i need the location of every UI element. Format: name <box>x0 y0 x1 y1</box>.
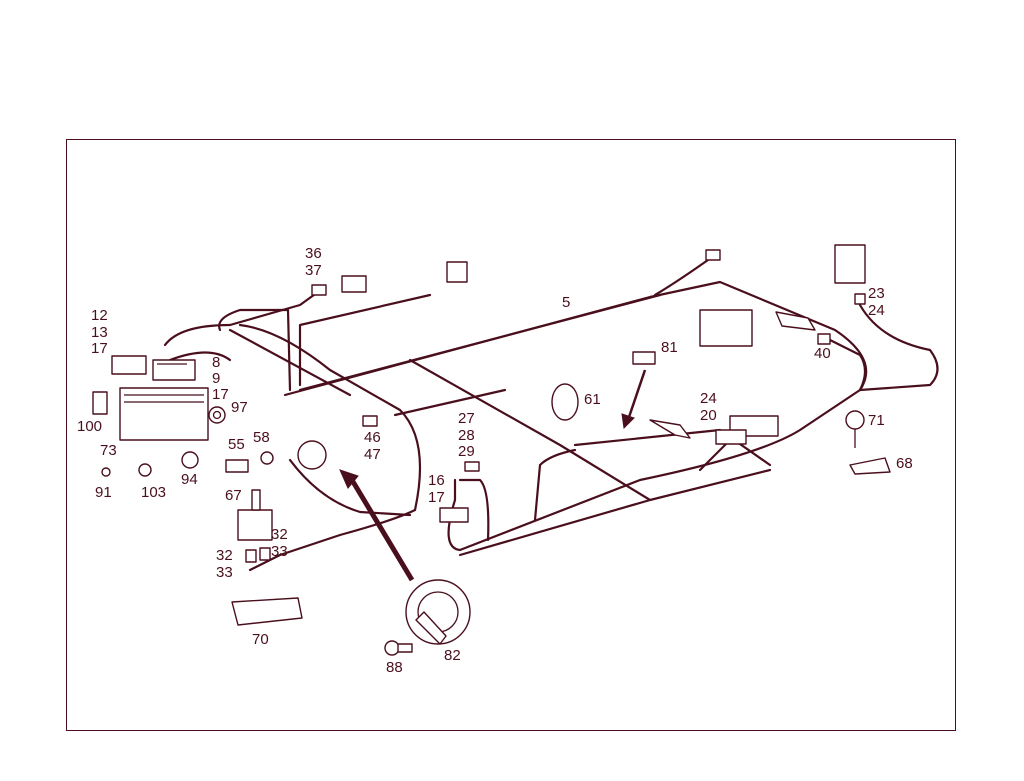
callout-33a: 33 <box>271 542 288 560</box>
bracket-100 <box>92 391 108 415</box>
connector-32-33 <box>245 547 271 563</box>
clip-68 <box>849 457 891 475</box>
callout-46: 46 <box>364 429 381 446</box>
callout-32-33-right: 32 33 <box>271 526 288 560</box>
callout-36: 36 <box>305 245 322 262</box>
callout-73: 73 <box>100 442 117 459</box>
module-center <box>699 309 753 347</box>
screw-91 <box>101 467 111 477</box>
callout-61: 61 <box>584 391 601 408</box>
callout-46-47: 46 47 <box>364 429 381 463</box>
relay-12-13-17 <box>111 355 147 375</box>
callout-81: 81 <box>661 339 678 356</box>
connector-46-47 <box>362 415 378 427</box>
callout-17b: 17 <box>212 386 229 403</box>
diagram-frame <box>66 139 956 731</box>
callout-97: 97 <box>231 399 248 416</box>
callout-24b: 24 <box>868 301 885 319</box>
callout-91: 91 <box>95 484 112 501</box>
callout-27: 27 <box>458 410 475 427</box>
callout-27-28-29: 27 28 29 <box>458 410 475 461</box>
callout-82: 82 <box>444 647 461 664</box>
callout-17a: 17 <box>91 340 108 357</box>
clip-81 <box>632 351 656 365</box>
callout-28: 28 <box>458 426 475 444</box>
callout-23-24: 23 24 <box>868 285 885 319</box>
key-switch <box>649 419 691 439</box>
relay-24-20 <box>715 415 779 445</box>
sensor-61 <box>551 383 579 421</box>
connector-top-right <box>705 249 721 261</box>
callout-16: 16 <box>428 472 445 489</box>
screw-71 <box>845 410 865 448</box>
relay-top-right <box>834 244 866 284</box>
washer-58 <box>260 451 274 465</box>
callout-55: 55 <box>228 436 245 453</box>
nut-97 <box>208 406 226 424</box>
callout-67: 67 <box>225 487 242 504</box>
callout-94: 94 <box>181 471 198 488</box>
callout-23: 23 <box>868 285 885 302</box>
relay-8-9 <box>152 359 196 381</box>
bulb-socket <box>297 440 327 470</box>
callout-8: 8 <box>212 354 221 371</box>
callout-32b: 32 <box>216 547 233 564</box>
callout-47: 47 <box>364 445 381 463</box>
callout-32-33-left: 32 33 <box>216 547 233 581</box>
connector-23-24 <box>854 293 866 305</box>
callout-88: 88 <box>386 659 403 676</box>
connector-40 <box>817 333 831 345</box>
callout-12: 12 <box>91 307 108 324</box>
callout-100: 100 <box>77 418 103 435</box>
clip-94 <box>181 451 199 469</box>
plug-top <box>341 275 367 293</box>
plug-top-2 <box>446 261 468 283</box>
callout-32a: 32 <box>271 526 288 543</box>
callout-20: 20 <box>700 406 717 424</box>
callout-16-17: 16 17 <box>428 472 445 506</box>
connector-27-28-29 <box>464 461 480 472</box>
callout-12-13-17: 12 13 17 <box>91 307 108 358</box>
bolt-88 <box>384 640 413 656</box>
switch-67 <box>237 489 273 541</box>
callout-24-20: 24 20 <box>700 390 717 424</box>
connector-36-37 <box>311 284 327 296</box>
callout-36-37: 36 37 <box>305 245 322 279</box>
callout-13: 13 <box>91 323 108 341</box>
horn-82 <box>405 579 471 645</box>
cover-70 <box>231 597 303 626</box>
callout-17c: 17 <box>428 488 445 506</box>
callout-70: 70 <box>252 631 269 648</box>
callout-5: 5 <box>562 294 571 311</box>
callout-40: 40 <box>814 345 831 362</box>
main-harness <box>163 253 939 572</box>
screw-55 <box>225 459 249 473</box>
callout-68: 68 <box>896 455 913 472</box>
control-unit-73 <box>119 387 209 441</box>
screw-103 <box>138 463 152 477</box>
switch-right <box>775 311 816 331</box>
callout-9: 9 <box>212 370 221 387</box>
callout-103: 103 <box>141 484 167 501</box>
callout-29: 29 <box>458 443 475 460</box>
callout-33b: 33 <box>216 563 233 581</box>
connector-16-17 <box>439 507 469 523</box>
callout-71: 71 <box>868 412 885 429</box>
callout-24a: 24 <box>700 390 717 407</box>
callout-37: 37 <box>305 261 322 279</box>
pointer-arrows <box>339 369 647 582</box>
callout-58: 58 <box>253 429 270 446</box>
